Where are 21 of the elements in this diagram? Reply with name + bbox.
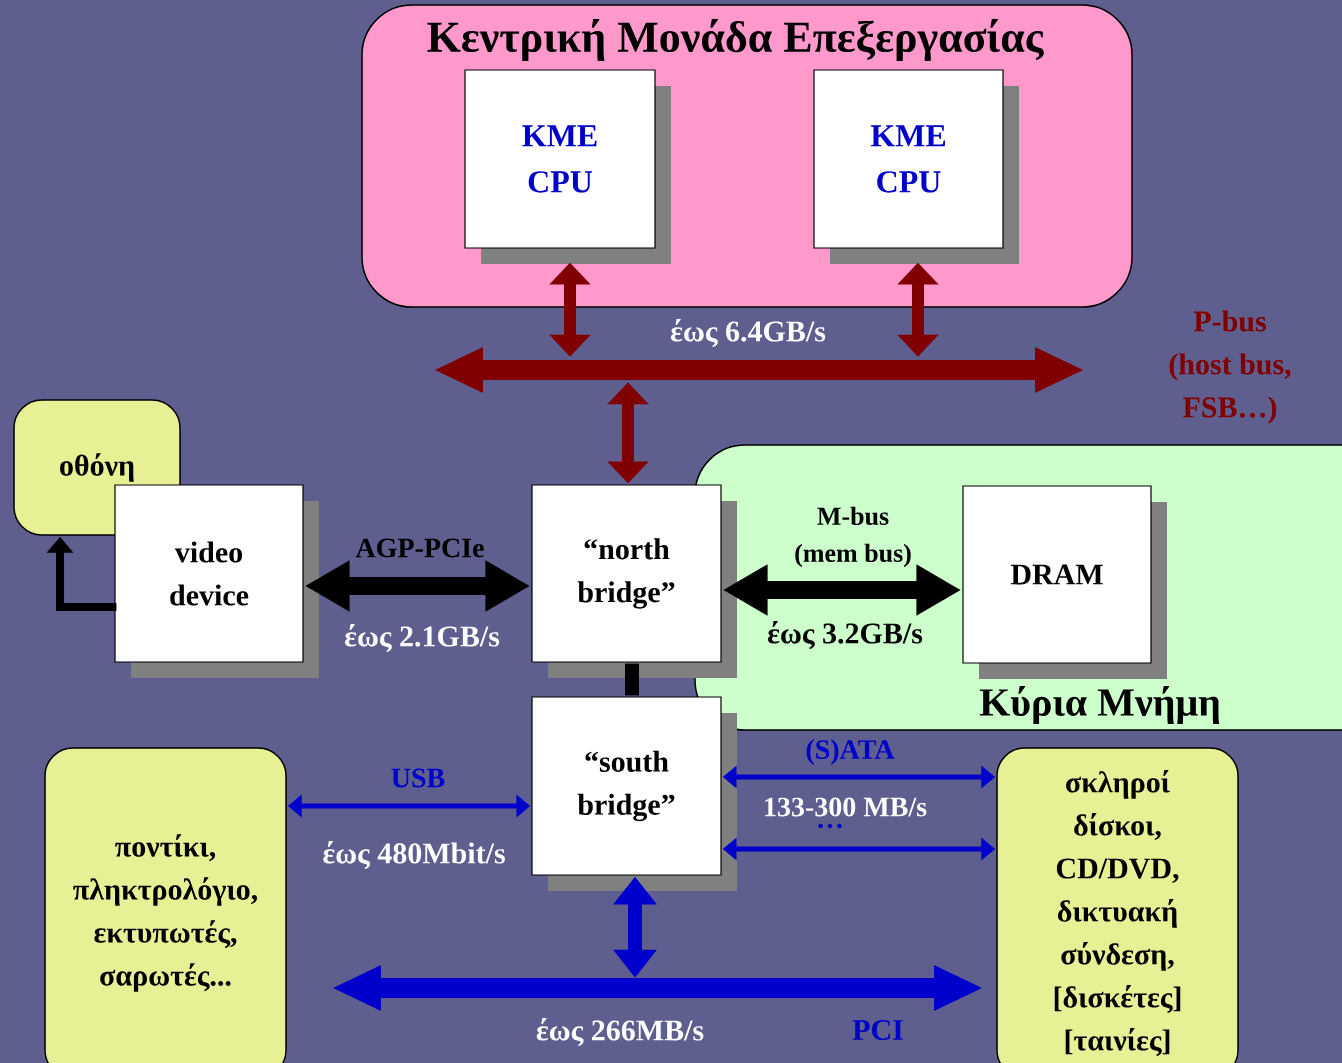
process-box: ΚΜΕ CPU <box>464 69 671 264</box>
process-box: DRAM <box>962 485 1167 679</box>
edge-label: M-bus (mem bus) <box>795 506 911 568</box>
process-box: ΚΜΕ CPU <box>813 69 1019 264</box>
process-box: “north bridge” <box>531 484 737 678</box>
bus-label: έως 6.4GB/s <box>670 319 826 347</box>
edge-label: USB <box>391 768 445 788</box>
bus-label: P-bus (host bus, FSB…) <box>1169 310 1291 424</box>
bus-label: PCI <box>852 1019 903 1041</box>
speed-label: έως 480Mbit/s <box>323 841 505 869</box>
speed-label: έως 2.1GB/s <box>344 624 500 652</box>
bus-label: έως 266MB/s <box>536 1018 704 1046</box>
speed-label: έως 3.2GB/s <box>767 621 923 649</box>
edge-label: (S)ATA <box>806 739 895 765</box>
edge-label: AGP-PCIe <box>355 538 484 558</box>
device-box: σκληροί δίσκοι, CD/DVD, δικτυακή σύνδεση, [δισκέτες] [ταινίες] <box>996 747 1239 1063</box>
process-box: video device <box>114 484 319 678</box>
edge-label: … <box>818 823 842 829</box>
process-box: “south bridge” <box>531 696 737 891</box>
device-box: ποντίκι, πληκτρολόγιο, εκτυπωτές, σαρωτές... <box>44 747 287 1063</box>
speed-label: 133-300 MB/s <box>765 797 927 817</box>
